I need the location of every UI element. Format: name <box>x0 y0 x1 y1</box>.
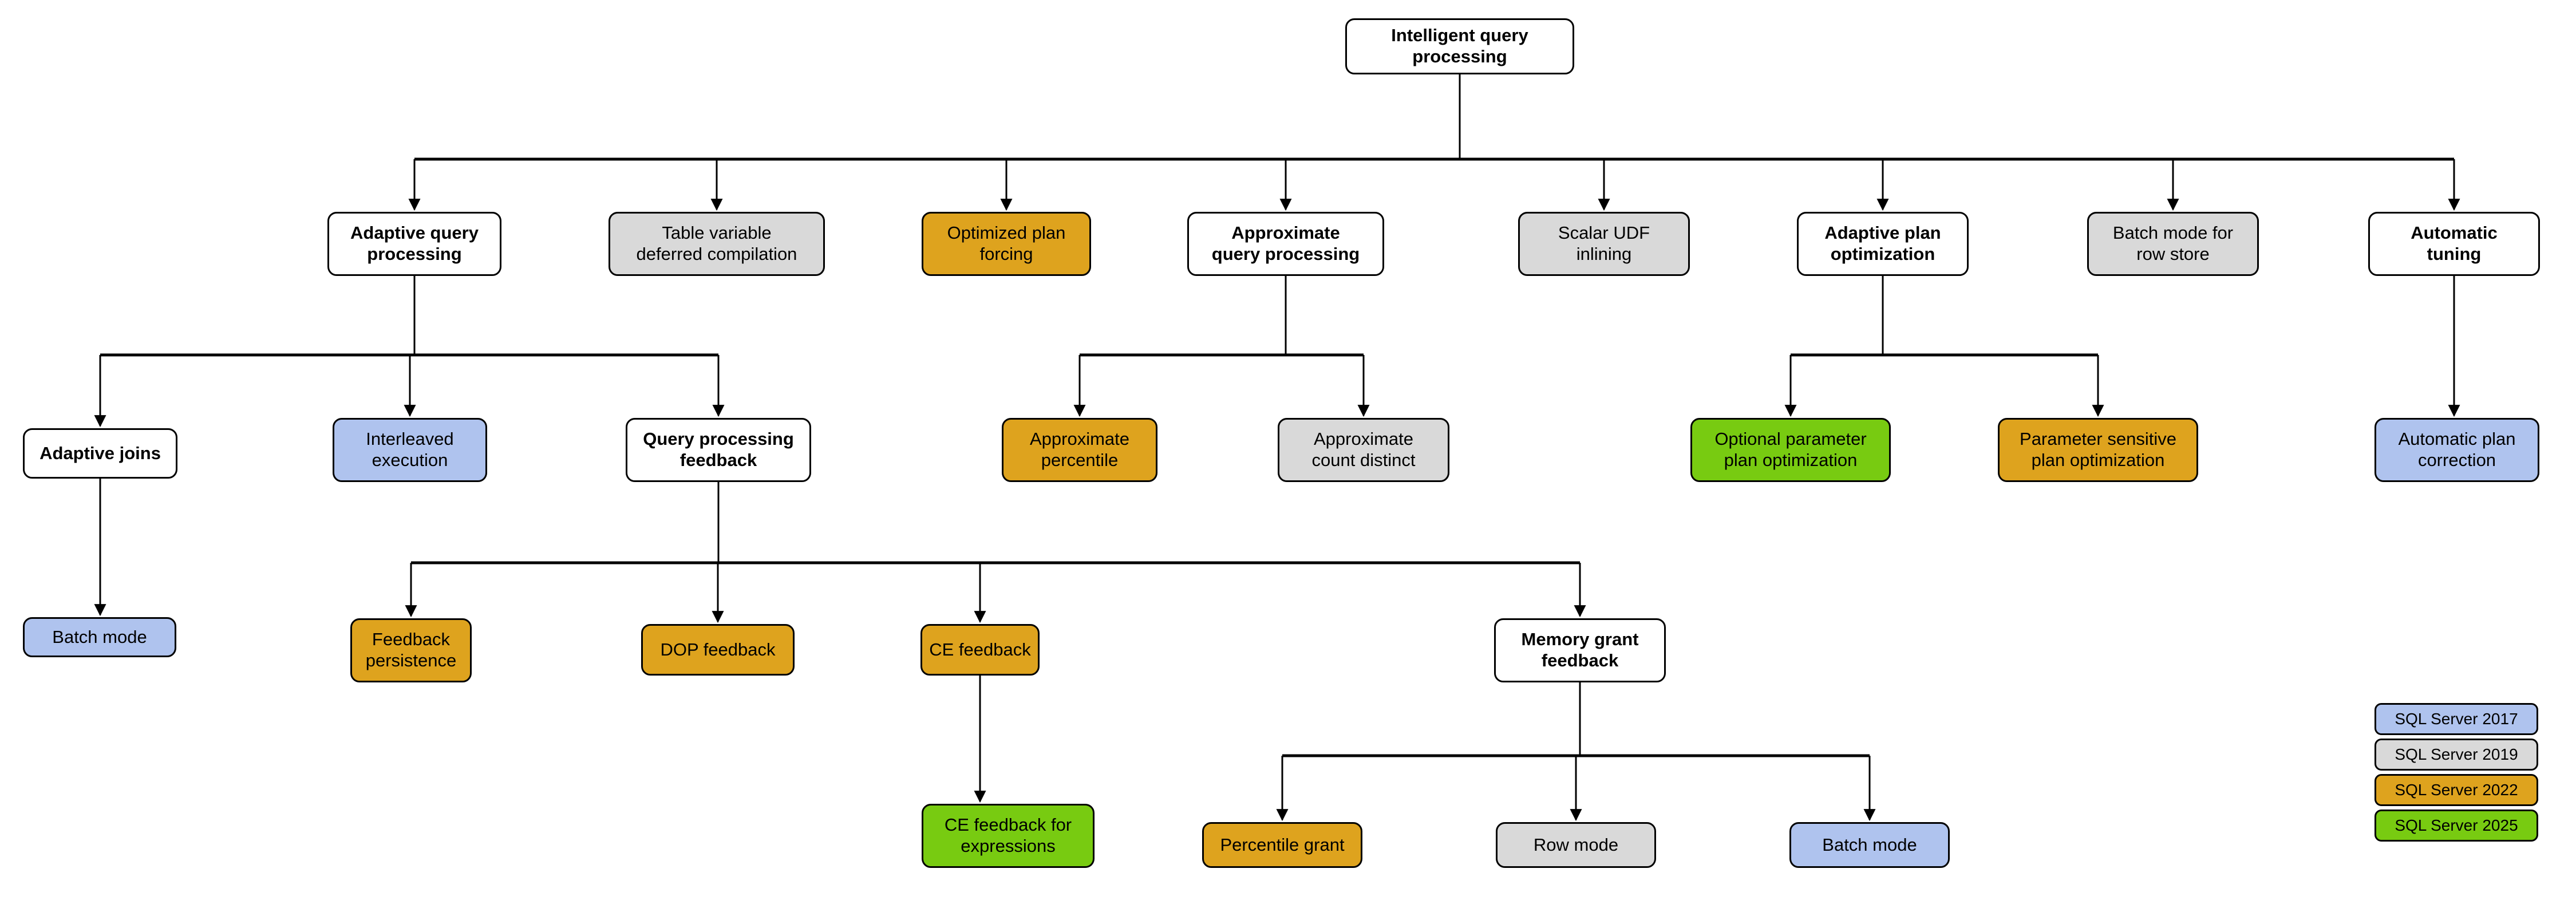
node-dopfb[interactable]: DOP feedback <box>641 624 795 676</box>
node-apo[interactable]: Adaptive plan optimization <box>1797 212 1969 276</box>
node-tvdc[interactable]: Table variable deferred compilation <box>609 212 825 276</box>
legend-item-label: SQL Server 2022 <box>2395 781 2518 799</box>
legend-item-sql-server-2017: SQL Server 2017 <box>2374 703 2538 735</box>
node-cefb[interactable]: CE feedback <box>920 624 1040 676</box>
node-label: Memory grant feedback <box>1521 629 1639 670</box>
node-cefbexpr[interactable]: CE feedback for expressions <box>922 804 1095 868</box>
node-label: Batch mode <box>52 626 147 647</box>
node-mgf[interactable]: Memory grant feedback <box>1494 618 1666 682</box>
node-label: Adaptive plan optimization <box>1824 223 1941 264</box>
node-label: Intelligent query processing <box>1391 25 1528 66</box>
node-label: Parameter sensitive plan optimization <box>2020 429 2176 470</box>
node-apct[interactable]: Approximate percentile <box>1002 418 1157 482</box>
node-label: CE feedback <box>929 639 1031 660</box>
node-bmrs[interactable]: Batch mode for row store <box>2087 212 2259 276</box>
node-apc[interactable]: Automatic plan correction <box>2374 418 2539 482</box>
node-label: Automatic plan correction <box>2398 429 2516 470</box>
node-label: Approximate query processing <box>1211 223 1360 264</box>
node-rowmode[interactable]: Row mode <box>1496 822 1656 868</box>
legend-item-sql-server-2025: SQL Server 2025 <box>2374 810 2538 842</box>
node-label: Approximate count distinct <box>1311 429 1416 470</box>
node-aqp[interactable]: Adaptive query processing <box>327 212 501 276</box>
node-label: Percentile grant <box>1220 834 1345 855</box>
node-label: Query processing feedback <box>643 429 794 470</box>
node-aqproc[interactable]: Approximate query processing <box>1187 212 1384 276</box>
node-label: Approximate percentile <box>1029 429 1130 470</box>
node-opf[interactable]: Optimized plan forcing <box>922 212 1091 276</box>
legend-item-label: SQL Server 2019 <box>2395 745 2518 763</box>
legend-item-label: SQL Server 2025 <box>2395 816 2518 834</box>
node-qpf[interactable]: Query processing feedback <box>626 418 811 482</box>
node-label: CE feedback for expressions <box>944 815 1072 856</box>
node-label: Interleaved execution <box>366 429 454 470</box>
node-adaptjoins[interactable]: Adaptive joins <box>23 428 177 479</box>
node-label: Optimized plan forcing <box>947 223 1066 264</box>
node-label: Row mode <box>1533 834 1619 855</box>
node-root[interactable]: Intelligent query processing <box>1345 18 1574 74</box>
node-batchmode1[interactable]: Batch mode <box>23 617 176 657</box>
node-pctgrant[interactable]: Percentile grant <box>1202 822 1362 868</box>
node-autotune[interactable]: Automatic tuning <box>2368 212 2540 276</box>
legend-item-sql-server-2022: SQL Server 2022 <box>2374 774 2538 806</box>
node-batchmode2[interactable]: Batch mode <box>1789 822 1950 868</box>
legend-item-sql-server-2019: SQL Server 2019 <box>2374 739 2538 771</box>
node-oppo[interactable]: Optional parameter plan optimization <box>1690 418 1891 482</box>
node-label: Scalar UDF inlining <box>1558 223 1650 264</box>
node-label: Adaptive query processing <box>350 223 479 264</box>
node-label: Feedback persistence <box>365 629 457 670</box>
node-acd[interactable]: Approximate count distinct <box>1278 418 1449 482</box>
node-label: Automatic tuning <box>2411 223 2498 264</box>
node-fbpersist[interactable]: Feedback persistence <box>350 618 472 682</box>
node-interleaved[interactable]: Interleaved execution <box>333 418 487 482</box>
node-label: Batch mode <box>1822 834 1917 855</box>
node-udf[interactable]: Scalar UDF inlining <box>1518 212 1690 276</box>
node-pspo[interactable]: Parameter sensitive plan optimization <box>1998 418 2198 482</box>
node-label: DOP feedback <box>660 639 776 660</box>
node-label: Batch mode for row store <box>2112 223 2234 264</box>
node-label: Adaptive joins <box>39 443 161 463</box>
node-label: Optional parameter plan optimization <box>1714 429 1867 470</box>
node-label: Table variable deferred compilation <box>636 223 797 264</box>
legend-item-label: SQL Server 2017 <box>2395 710 2518 728</box>
